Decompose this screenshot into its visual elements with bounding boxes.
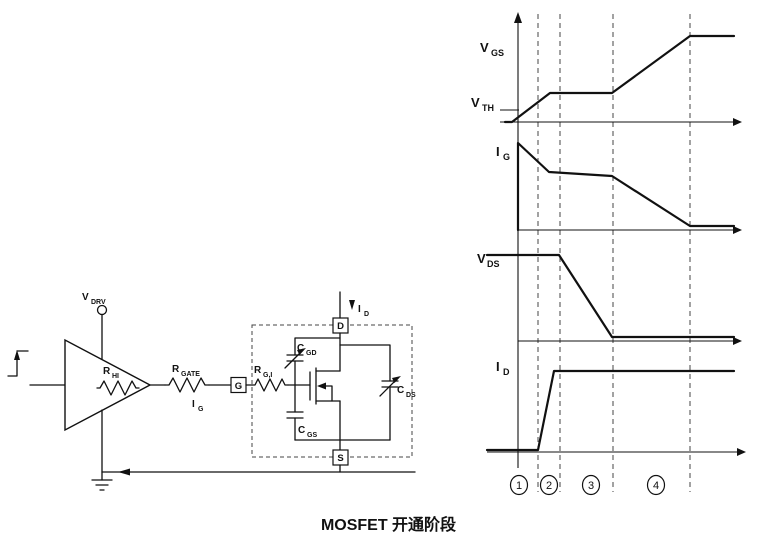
id-plot: I D xyxy=(485,359,746,456)
ig-label: I xyxy=(192,399,195,410)
id-waveform xyxy=(485,369,736,452)
ig-label-sub: G xyxy=(198,406,204,413)
input-step-icon xyxy=(7,350,66,386)
drain-current-arrow xyxy=(349,300,355,310)
vds-label-sub: DS xyxy=(487,259,500,269)
input-step-edge xyxy=(7,352,18,377)
rgi-label-sub: G,I xyxy=(263,372,272,379)
id-label: I xyxy=(358,304,361,315)
id-label-sub: D xyxy=(364,311,369,318)
cgs-label: C xyxy=(298,425,305,436)
vgs-label: V xyxy=(480,40,489,55)
cds-variable-arrowhead xyxy=(392,376,401,383)
id-axis-arrow xyxy=(737,448,746,456)
vdrv-label: V xyxy=(82,292,89,303)
ig-axis-arrow xyxy=(733,226,742,234)
gate-terminal-label: G xyxy=(235,381,242,392)
rgate-label: R xyxy=(172,364,180,375)
phase-markers: 1 2 3 4 xyxy=(509,474,666,496)
gate-terminal-box: G xyxy=(230,376,247,394)
vdrv-label-sub: DRV xyxy=(91,299,106,306)
rhi-zigzag xyxy=(96,380,140,396)
waveform-panel: V GS V TH I G V DS I D xyxy=(471,12,746,496)
phase-1-number: 1 xyxy=(516,480,522,492)
ig-plot: I G xyxy=(496,141,742,234)
cds-capacitor: C DS xyxy=(339,344,416,441)
cgs-label-sub: GS xyxy=(307,432,317,439)
mosfet-model-dashed-box xyxy=(251,324,413,458)
cgs-plates xyxy=(286,411,304,419)
vgs-axis-arrow xyxy=(733,118,742,126)
vertical-axis-arrow xyxy=(514,12,522,23)
drain-terminal-label: D xyxy=(337,321,344,332)
vds-plot: V DS xyxy=(477,251,742,345)
rhi-label: R xyxy=(103,366,111,377)
ig-label: I xyxy=(496,144,500,159)
rgate-label-sub: GATE xyxy=(181,371,200,378)
cds-top-wire xyxy=(339,344,391,382)
phase-1-circle xyxy=(509,474,529,496)
phase-4-circle xyxy=(646,474,666,496)
cgs-capacitor: C GS xyxy=(286,384,317,441)
vds-waveform xyxy=(485,253,736,339)
rgi-resistor: R G,I xyxy=(245,365,311,392)
cgd-variable-arrowhead xyxy=(297,348,306,355)
mosfet-body-arrow xyxy=(317,382,326,390)
gate-current-label: I G xyxy=(192,399,204,413)
cgd-top-wire xyxy=(294,337,341,356)
source-terminal: S xyxy=(294,400,391,473)
rgi-label: R xyxy=(254,365,262,376)
ground-bars xyxy=(91,479,113,491)
return-current-arrow xyxy=(118,468,130,476)
ig-waveform xyxy=(516,141,736,232)
figure-caption: MOSFET 开通阶段 xyxy=(320,517,457,534)
rgi-zigzag xyxy=(251,378,289,392)
vds-label: V xyxy=(477,251,486,266)
phase-2-circle xyxy=(539,474,559,496)
vdrv-terminal: V DRV xyxy=(82,292,108,360)
vgs-plot: V GS V TH xyxy=(471,34,742,126)
vds-axis-arrow xyxy=(733,337,742,345)
return-path xyxy=(91,409,416,491)
driver-triangle xyxy=(64,338,152,432)
cds-label: C xyxy=(397,385,404,396)
id-label: I xyxy=(496,359,500,374)
phase-4-number: 4 xyxy=(653,480,659,492)
vth-label-sub: TH xyxy=(482,103,494,113)
vgs-waveform xyxy=(503,34,736,124)
rhi-resistor: R HI xyxy=(96,366,140,396)
rgate-resistor: R GATE xyxy=(164,364,232,393)
vgs-label-sub: GS xyxy=(491,48,504,58)
cgd-capacitor: C GD xyxy=(284,337,341,386)
vdrv-terminal-circle xyxy=(96,304,108,316)
source-terminal-label: S xyxy=(337,453,343,464)
cgd-label-sub: GD xyxy=(306,350,317,357)
id-label-sub: D xyxy=(503,367,510,377)
mosfet-symbol xyxy=(309,367,341,405)
rgate-zigzag xyxy=(164,377,210,393)
drain-terminal: D I D xyxy=(332,291,369,372)
cgd-label: C xyxy=(297,343,304,354)
phase-3-circle xyxy=(581,474,601,496)
phase-3-number: 3 xyxy=(588,480,594,492)
ground-symbol xyxy=(91,479,113,491)
ig-label-sub: G xyxy=(503,152,510,162)
vth-label: V xyxy=(471,95,480,110)
driver-schematic: V DRV R HI R GATE I G G xyxy=(7,291,416,491)
phase-2-number: 2 xyxy=(546,480,552,492)
cds-label-sub: DS xyxy=(406,392,416,399)
rhi-label-sub: HI xyxy=(112,373,119,380)
input-step-arrow xyxy=(14,350,20,360)
